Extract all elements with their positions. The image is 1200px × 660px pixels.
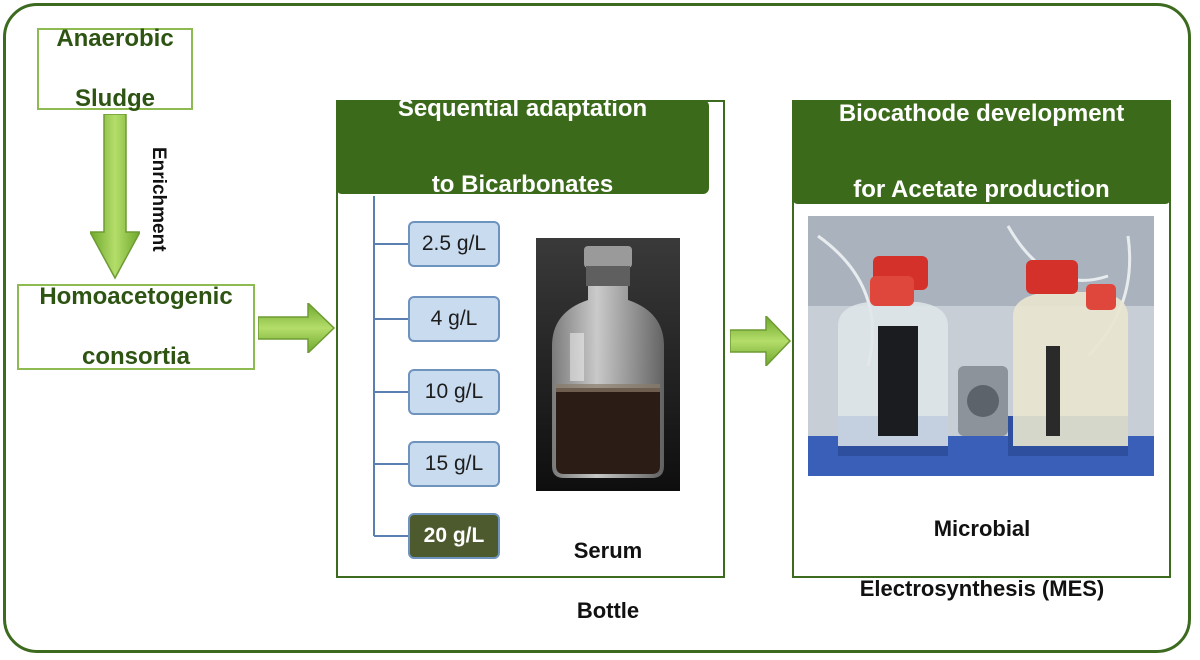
source-line2: Sludge (74, 85, 155, 112)
concentration-10: 10 g/L (408, 369, 500, 415)
serum-bottle-photo (536, 238, 680, 491)
concentration-2-5: 2.5 g/L (408, 221, 500, 267)
product-line1: Homoacetogenic (39, 283, 233, 310)
mes-caption-line1: Microbial (933, 516, 1031, 541)
mes-panel-header: Biocathode development for Acetate produ… (792, 100, 1171, 204)
serum-bottle-caption: Serum Bottle (548, 506, 668, 626)
adaptation-header-line1: Sequential adaptation (397, 95, 648, 122)
concentration-15: 15 g/L (408, 441, 500, 487)
mes-caption-line2: Electrosynthesis (MES) (859, 576, 1105, 601)
homoacetogenic-consortia-box: Homoacetogenic consortia (17, 283, 255, 370)
enrichment-label: Enrichment (148, 147, 169, 252)
bottle-caption-line1: Serum (573, 538, 643, 563)
flow-arrow-2 (730, 316, 792, 366)
mes-header-line1: Biocathode development (838, 100, 1125, 127)
concentration-bracket (373, 196, 408, 537)
mes-header-line2: for Acetate production (853, 176, 1110, 203)
mes-reactor-photo (808, 216, 1154, 476)
concentration-20: 20 g/L (408, 513, 500, 559)
flow-arrow-1 (258, 303, 336, 353)
source-line1: Anaerobic (56, 25, 174, 52)
adaptation-panel-header: Sequential adaptation to Bicarbonates (336, 95, 709, 198)
enrichment-arrow (90, 114, 140, 280)
outer-frame (3, 3, 1191, 653)
bottle-caption-line2: Bottle (576, 598, 640, 623)
product-line2: consortia (81, 343, 191, 370)
anaerobic-sludge-box: Anaerobic Sludge (37, 25, 193, 112)
concentration-4: 4 g/L (408, 296, 500, 342)
mes-caption: Microbial Electrosynthesis (MES) (810, 484, 1154, 604)
adaptation-header-line2: to Bicarbonates (431, 171, 614, 198)
